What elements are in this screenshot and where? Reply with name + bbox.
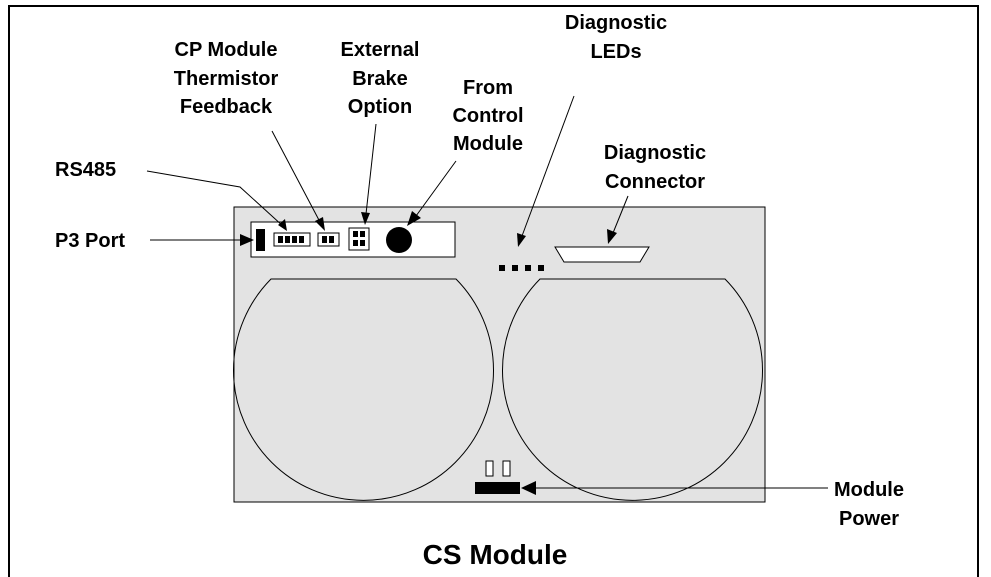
brake-leader-line bbox=[365, 123, 377, 215]
label-cp-module-line3: Feedback bbox=[180, 96, 273, 118]
label-module-power-line2: Power bbox=[839, 508, 899, 530]
label-cp-module-line2: Thermistor bbox=[174, 68, 279, 90]
label-rs485: RS485 bbox=[55, 159, 116, 181]
thermistor-connector bbox=[317, 232, 340, 247]
power-arrowhead bbox=[521, 481, 536, 495]
rs485-pin bbox=[299, 236, 304, 243]
diag-conn-arrowhead bbox=[607, 229, 617, 244]
label-diag-conn-line1: Diagnostic bbox=[604, 142, 706, 164]
leds-arrowhead bbox=[517, 233, 526, 247]
label-from-control-line1: From bbox=[463, 77, 513, 99]
label-from-control-line3: Module bbox=[453, 133, 523, 155]
label-cp-module-line1: CP Module bbox=[175, 39, 278, 61]
brake-pin bbox=[353, 240, 358, 246]
label-diag-conn-line2: Connector bbox=[605, 171, 705, 193]
control-arrowhead bbox=[407, 211, 421, 226]
module-power-connector bbox=[475, 482, 520, 494]
diagram-title: CS Module bbox=[423, 539, 568, 570]
label-ext-brake-line2: Brake bbox=[352, 68, 408, 90]
label-ext-brake-line1: External bbox=[341, 39, 420, 61]
brake-pin bbox=[360, 231, 365, 237]
control-module-connector bbox=[386, 227, 412, 253]
p3-arrowhead bbox=[240, 234, 254, 246]
left-circle bbox=[233, 278, 494, 501]
right-circle bbox=[502, 278, 763, 501]
rs485-pin bbox=[292, 236, 297, 243]
power-pin-outline bbox=[485, 460, 494, 477]
thermistor-pin bbox=[322, 236, 327, 243]
thermistor-pin bbox=[329, 236, 334, 243]
control-leader-line bbox=[415, 160, 457, 217]
label-module-power-line1: Module bbox=[834, 479, 904, 501]
diagnostic-led bbox=[538, 265, 544, 271]
brake-arrowhead bbox=[361, 212, 370, 225]
power-pin-outline bbox=[502, 460, 511, 477]
label-p3-port: P3 Port bbox=[55, 230, 125, 252]
rs485-arrowhead bbox=[278, 219, 287, 231]
rs485-pin bbox=[285, 236, 290, 243]
label-diag-leds-line1: Diagnostic bbox=[565, 12, 667, 34]
rs485-pin bbox=[278, 236, 283, 243]
brake-pin bbox=[353, 231, 358, 237]
diagnostic-led bbox=[525, 265, 531, 271]
rs485-leader-line bbox=[146, 170, 285, 228]
thermistor-leader-line bbox=[271, 130, 321, 223]
brake-connector bbox=[348, 227, 370, 251]
diagnostic-connector bbox=[554, 246, 650, 263]
label-from-control-line2: Control bbox=[452, 105, 523, 127]
brake-pin bbox=[360, 240, 365, 246]
label-ext-brake-line3: Option bbox=[348, 96, 412, 118]
diagnostic-led bbox=[499, 265, 505, 271]
label-diag-leds-line2: LEDs bbox=[590, 41, 641, 63]
p3-port-connector bbox=[256, 229, 265, 251]
leds-leader-line bbox=[521, 95, 575, 237]
diagnostic-led bbox=[512, 265, 518, 271]
thermistor-arrowhead bbox=[315, 217, 325, 231]
diag-conn-leader-line bbox=[612, 195, 629, 234]
